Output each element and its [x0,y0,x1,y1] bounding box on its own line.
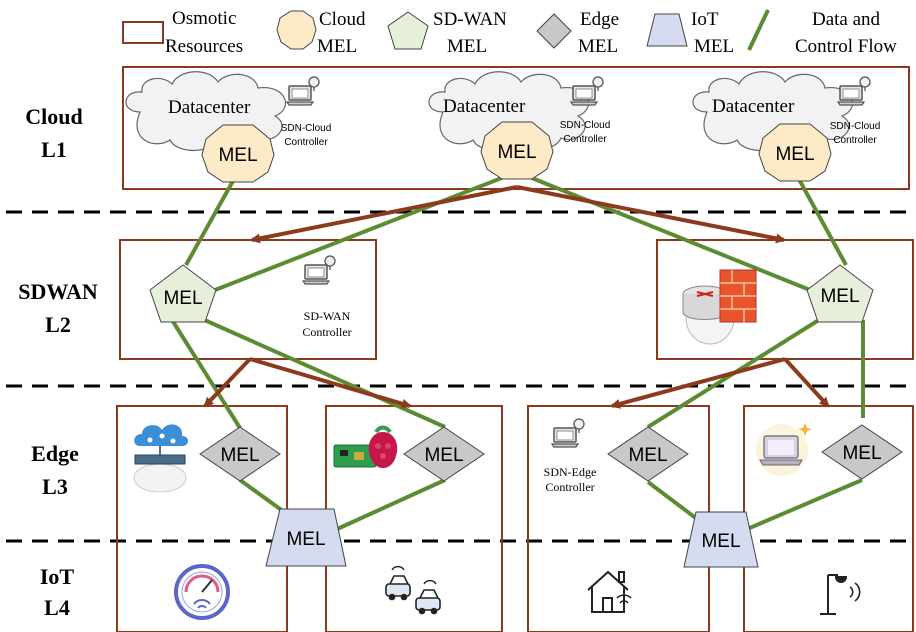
layer-iot-name: IoT [40,564,75,589]
cloud-controller-label-3a: SDN-Cloud [830,121,881,132]
laptop-bulb-icon [551,418,585,448]
legend-flow-line [747,9,770,51]
cloud-controller-label-1a: SDN-Cloud [281,123,332,134]
legend-edge-label-1: Edge [580,9,619,30]
layer-labels: Cloud L1 SDWAN L2 Edge L3 IoT L4 [18,104,98,620]
layer-separators [6,210,912,543]
datacenter-label-3: Datacenter [712,96,795,117]
layer-sdwan-level: L2 [45,312,71,337]
edge-mel-label-4: MEL [842,443,881,464]
raspberry-pi-icon [333,425,398,468]
cloud-mel [480,121,554,180]
edge-mel-label-2: MEL [424,445,463,466]
edge-mel [199,426,281,482]
legend-flow-label-1: Data and [812,9,881,30]
smart-home-icon [587,570,632,613]
cloud-mel [758,123,832,182]
edge-controller-label-b: Controller [545,480,594,494]
legend-sdwan-label-1: SD-WAN [433,9,507,30]
layer-sdwan-name: SDWAN [18,279,98,304]
flow-line [170,318,242,430]
sdwan-controller-label-a: SD-WAN [304,309,351,323]
edge-layer: MEL MEL SDN-Edge Controller MEL MEL [133,418,903,494]
cloud-mels: MEL MEL MEL [201,121,832,183]
control-arrows [203,185,830,409]
flow-line [516,170,811,292]
legend-sdwan-mel-icon [387,11,429,50]
laptop-icon [756,423,812,476]
cars-icon [385,565,441,615]
cloud-mel [201,124,275,183]
flow-line [184,171,240,266]
legend-iot-mel-icon [646,13,688,47]
legend-osmotic-label-1: Osmotic [172,8,236,29]
arrow [783,357,830,408]
datacenter-label-1: Datacenter [168,97,251,118]
flow-line [334,478,446,532]
iot-mel [683,511,759,568]
flow-line [214,170,518,292]
legend-osmotic-label-2: Resources [165,36,243,57]
edge-mel-label-3: MEL [628,445,667,466]
data-control-flow [170,170,865,532]
edge-mel [607,426,689,482]
router-firewall-icon [682,269,757,345]
legend: Osmotic Resources Cloud MEL SD-WAN MEL E… [122,8,897,57]
cloud-controller-label-2b: Controller [563,134,607,145]
legend-sdwan-label-2: MEL [447,36,487,57]
legend-cloud-label-2: MEL [317,36,357,57]
cloud-mel-label-1: MEL [218,145,257,166]
flow-line [199,316,446,429]
layer-edge-name: Edge [31,441,79,466]
iot-mel [265,508,347,567]
iot-mel-label-1: MEL [286,529,325,550]
arrow [516,185,786,244]
sdwan-mel [806,264,874,323]
sdwan-mel-label-2: MEL [820,286,859,307]
gauge-wifi-icon [174,564,230,620]
cloud-controller-label-2a: SDN-Cloud [560,120,611,131]
arrow [203,357,252,408]
iot-mels: MEL MEL [265,508,759,568]
legend-edge-mel-icon [536,13,572,49]
iot-devices [174,564,861,620]
arrow [610,357,786,409]
cloud-mel-label-3: MEL [775,144,814,165]
laptop-bulb-icon [302,255,336,285]
cloud-server-icon [133,424,188,493]
layer-cloud-level: L1 [41,137,67,162]
edge-controller-label-a: SDN-Edge [544,465,597,479]
layer-cloud-name: Cloud [25,104,82,129]
legend-iot-label-1: IoT [691,9,719,30]
cloud-mel-label-2: MEL [497,142,536,163]
sdwan-controller-label-b: Controller [302,325,351,339]
cloud-controller-label-3b: Controller [833,135,877,146]
laptop-bulb-icon [286,76,320,106]
street-light-icon [820,574,861,615]
flow-line [793,171,848,266]
edge-mel [403,426,485,482]
sdwan-mel-label-1: MEL [163,288,202,309]
edge-mel-label-1: MEL [220,445,259,466]
legend-edge-label-2: MEL [578,36,618,57]
legend-cloud-label-1: Cloud [319,9,366,30]
layer-edge-level: L3 [42,474,68,499]
edge-resource-box-2 [325,405,503,632]
legend-iot-label-2: MEL [694,36,734,57]
cloud-controller-label-1b: Controller [284,137,328,148]
edge-mel [821,424,903,480]
datacenter-label-2: Datacenter [443,96,526,117]
layer-iot-level: L4 [44,595,70,620]
legend-cloud-mel-icon [276,10,317,50]
legend-osmotic-box [122,21,164,44]
sdwan-mel [149,264,217,323]
arrow [250,185,518,244]
flow-line [744,478,863,532]
sdwan-layer: MEL SD-WAN Controller MEL [149,255,874,345]
iot-mel-label-2: MEL [701,531,740,552]
legend-flow-label-2: Control Flow [795,36,897,57]
arrow [249,357,412,409]
